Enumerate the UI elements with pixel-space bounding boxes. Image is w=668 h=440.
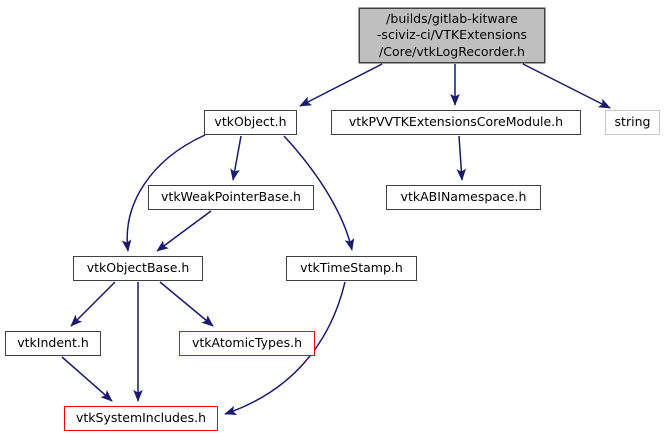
edge-root-to-string	[522, 63, 611, 109]
node-vtksystemincludes-header[interactable]: vtkSystemIncludes.h	[64, 406, 218, 431]
edge-vtkobjectbase-to-vtkindent	[70, 281, 116, 327]
edge-vtkpvvtkextensionscoremodule-to-vtkabinamespace	[456, 135, 467, 181]
edge-vtkindent-to-vtksystemincludes	[61, 356, 113, 402]
node-vtkatomictypes-header[interactable]: vtkAtomicTypes.h	[179, 331, 315, 356]
node-vtkabinamespace-header[interactable]: vtkABINamespace.h	[386, 185, 541, 210]
node-string-header[interactable]: string	[605, 110, 660, 135]
node-vtktimestamp-header[interactable]: vtkTimeStamp.h	[286, 256, 417, 281]
node-vtkpvvtkextensionscoremodule-header[interactable]: vtkPVVTKExtensionsCoreModule.h	[331, 110, 581, 135]
edge-vtkobject-to-vtkweakpointerbase	[230, 135, 242, 181]
node-vtkobject-header[interactable]: vtkObject.h	[204, 110, 297, 135]
edge-root-to-vtkobject	[299, 63, 383, 107]
edge-vtkobjectbase-to-vtkatomictypes	[159, 281, 214, 327]
edge-vtkweakpointerbase-to-vtkobjectbase	[156, 210, 212, 252]
node-vtkobjectbase-header[interactable]: vtkObjectBase.h	[73, 256, 203, 281]
node-vtkweakpointerbase-header[interactable]: vtkWeakPointerBase.h	[148, 185, 314, 210]
node-vtkindent-header[interactable]: vtkIndent.h	[5, 331, 101, 356]
node-vtklogrecorder-header[interactable]: /builds/gitlab-kitware -sciviz-ci/VTKExt…	[359, 8, 545, 63]
